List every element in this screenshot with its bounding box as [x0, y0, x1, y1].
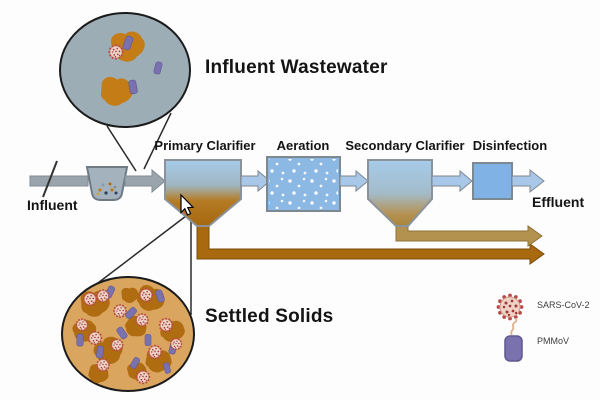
settled-solids-title: Settled Solids [205, 306, 334, 327]
aeration-tank [266, 156, 341, 212]
stage-label-primary-clarifier: Primary Clarifier [154, 138, 256, 153]
arrow-primary-to-aeration [240, 169, 271, 193]
coronavirus-icon [496, 293, 524, 321]
arrow-secondary-to-disinfection [431, 169, 473, 193]
influent-pipe [29, 175, 89, 187]
arrow-aeration-to-secondary [339, 169, 369, 193]
rod-virus-icon [504, 317, 523, 362]
effluent-label: Effluent [532, 194, 585, 210]
legend-label-pmmov: PMMoV [537, 336, 570, 346]
arrow-grit-to-primary [124, 168, 166, 194]
stage-label-secondary-clarifier: Secondary Clarifier [345, 138, 465, 153]
effluent-arrow [511, 168, 545, 194]
sludge-pipe-primary [196, 225, 545, 265]
grit-chamber [85, 166, 129, 201]
disinfection-tank [472, 162, 513, 200]
grit-particles [96, 182, 118, 196]
stage-label-aeration: Aeration [276, 138, 330, 153]
influent-zoom-circle [59, 12, 191, 128]
influent-label: Influent [27, 197, 78, 213]
flow-slash-icon [42, 160, 58, 198]
zoom-pointer-lines [93, 112, 192, 315]
settled-solids-circle [61, 276, 195, 392]
secondary-clarifier-tank [367, 159, 433, 227]
sludge-pipe-secondary [395, 225, 543, 247]
primary-clarifier-tank [164, 159, 242, 227]
legend-label-sars-cov-2: SARS-CoV-2 [537, 300, 590, 310]
influent-wastewater-title: Influent Wastewater [205, 57, 388, 78]
mouse-cursor-icon [180, 193, 195, 216]
stage-label-disinfection: Disinfection [472, 138, 548, 153]
